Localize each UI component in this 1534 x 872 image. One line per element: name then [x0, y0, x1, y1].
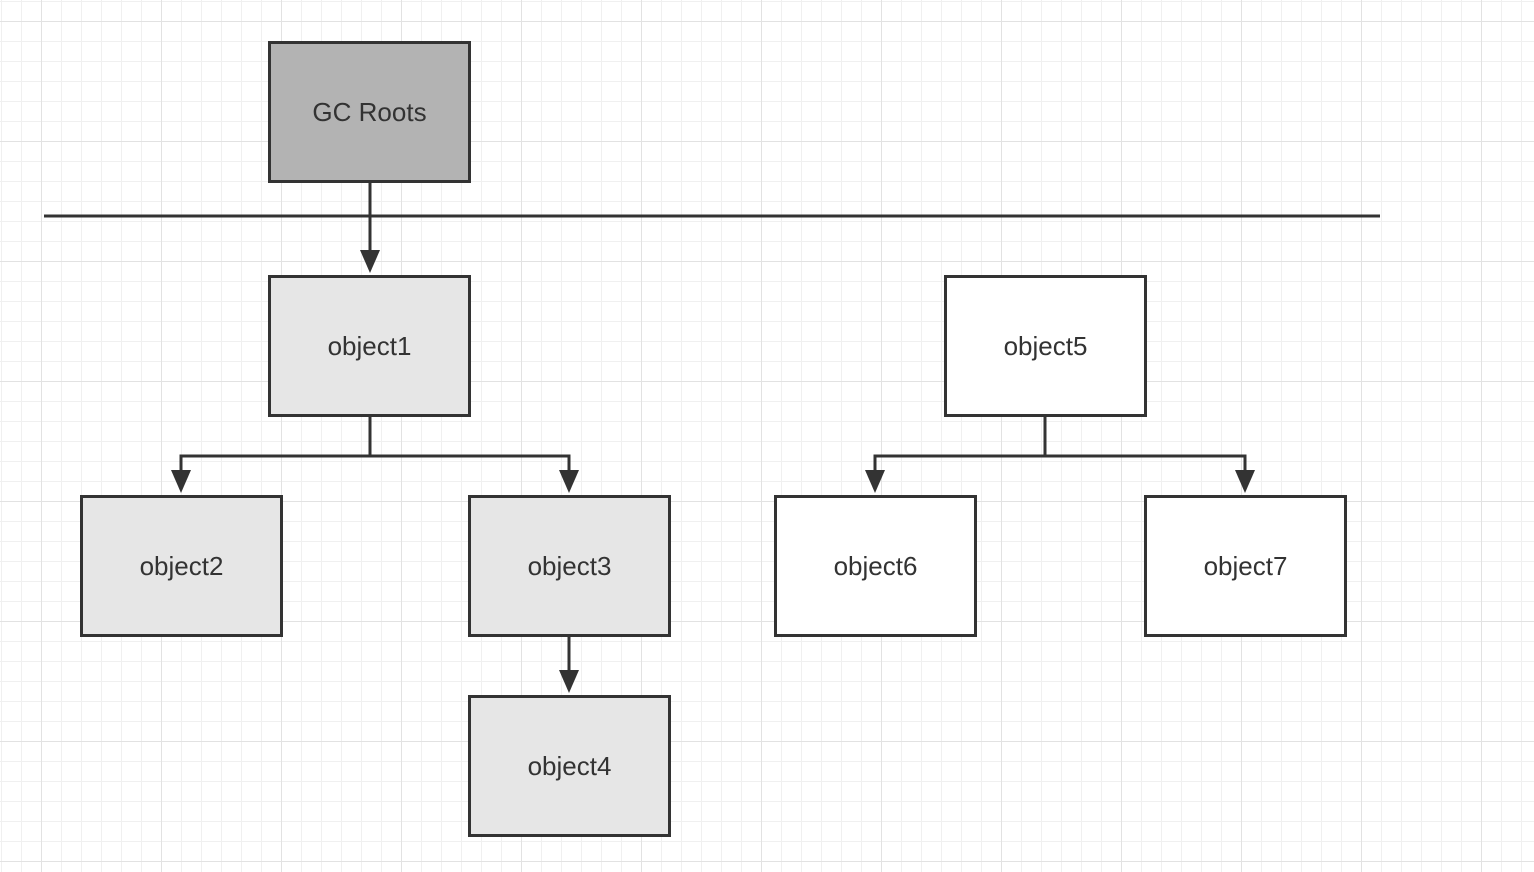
edge-gc-roots-object1 — [360, 182, 380, 273]
arrowhead-icon — [559, 670, 579, 693]
node-label: object6 — [833, 550, 918, 581]
arrowhead-icon — [1235, 470, 1255, 493]
edge-object1-object2 — [171, 416, 372, 493]
node-label: GC Roots — [312, 96, 427, 127]
node-object5[interactable]: object5 — [944, 275, 1147, 417]
edge-object1-object3 — [370, 454, 579, 493]
node-label: object7 — [1203, 550, 1288, 581]
node-label: object2 — [139, 550, 224, 581]
arrowhead-icon — [360, 250, 380, 273]
node-object3[interactable]: object3 — [468, 495, 671, 637]
node-label: object5 — [1003, 330, 1088, 361]
edge-object5-object6 — [865, 416, 1047, 493]
node-object2[interactable]: object2 — [80, 495, 283, 637]
arrowhead-icon — [171, 470, 191, 493]
edge-object3-object4 — [559, 636, 579, 693]
node-label: object1 — [327, 330, 412, 361]
node-label: object4 — [527, 750, 612, 781]
node-object1[interactable]: object1 — [268, 275, 471, 417]
node-object7[interactable]: object7 — [1144, 495, 1347, 637]
node-object6[interactable]: object6 — [774, 495, 977, 637]
node-gc-roots[interactable]: GC Roots — [268, 41, 471, 183]
arrowhead-icon — [865, 470, 885, 493]
node-object4[interactable]: object4 — [468, 695, 671, 837]
arrowhead-icon — [559, 470, 579, 493]
node-label: object3 — [527, 550, 612, 581]
edge-object5-object7 — [1045, 454, 1255, 493]
